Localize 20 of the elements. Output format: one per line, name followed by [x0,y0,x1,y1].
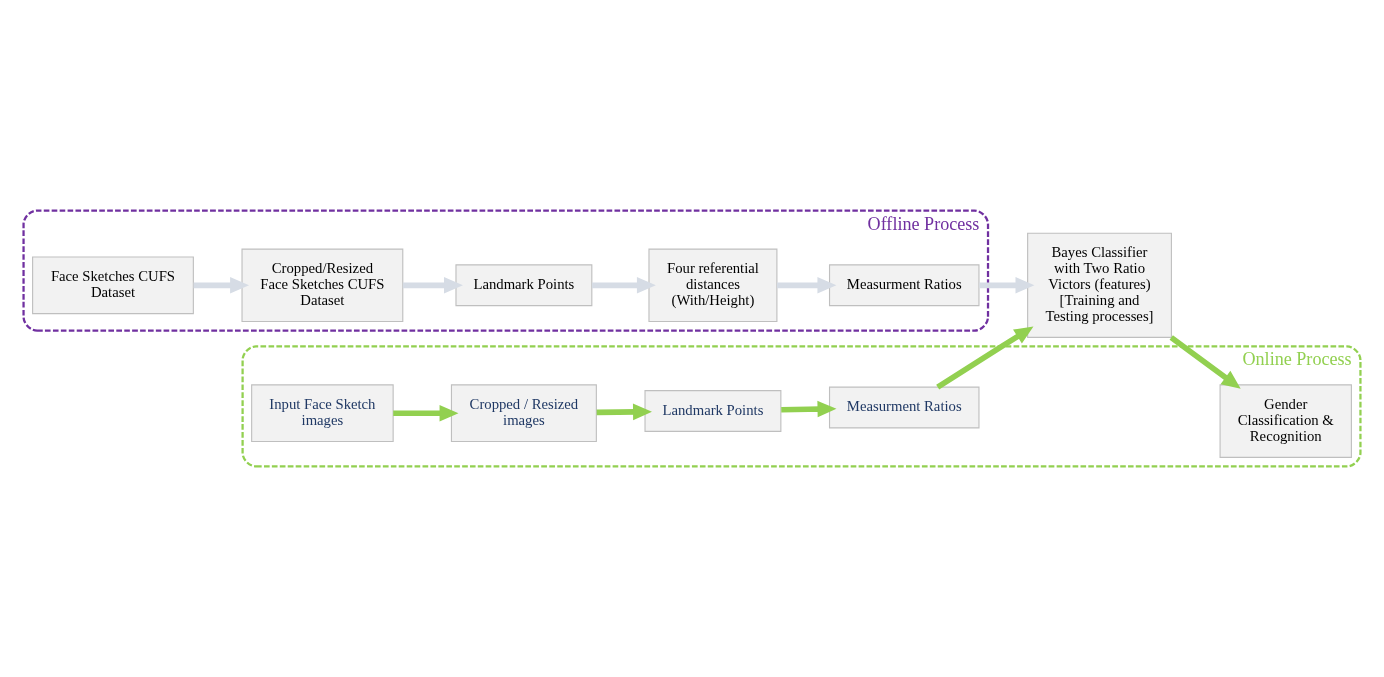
node-box: Landmark Points [455,264,593,307]
node-box: Landmark Points [644,390,782,432]
node-box: Cropped/Resized Face Sketches CUFS Dataset [241,248,404,323]
arrow [777,277,837,294]
node-box: Input Face Sketch images [251,384,394,443]
node-box: Bayes Classifier with Two Ratio Victors (features) [Training and Testing processes] [1027,232,1172,338]
node-box: Face Sketches CUFS Dataset [32,256,194,315]
node-box: Cropped / Resized images [450,384,597,443]
arrow [402,277,463,294]
node-box: Four referential distances (With/Height) [648,248,778,323]
node-box: Measurment Ratios [828,264,980,307]
arrow [979,277,1035,294]
node-box: Measurment Ratios [828,386,980,429]
arrow [393,404,459,422]
arrow [193,277,250,294]
arrow [591,277,656,294]
arrow [1169,335,1241,389]
node-box: Gender Classification & Recognition [1219,384,1352,458]
arrow [596,403,652,421]
arrow [781,400,837,418]
